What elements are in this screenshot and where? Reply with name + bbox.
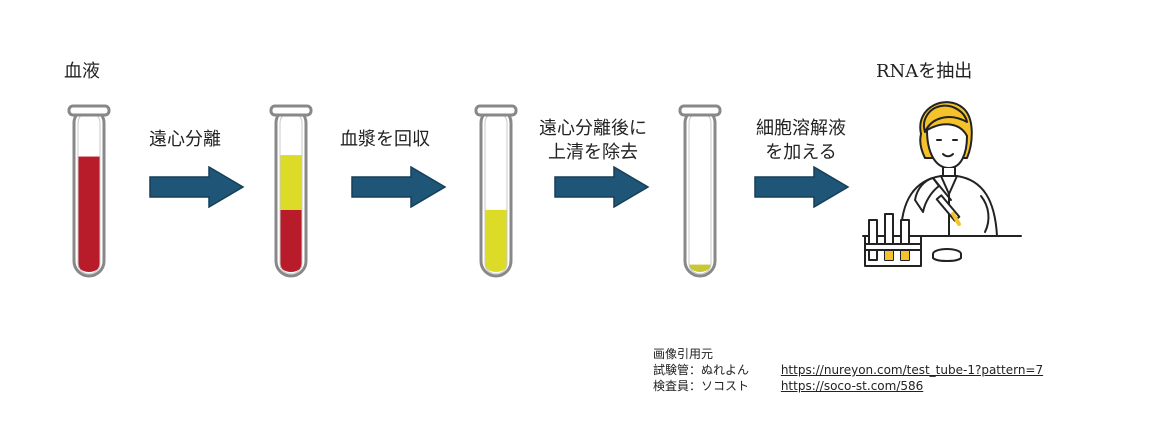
pellet-tube-layer-1 xyxy=(689,264,711,272)
credit-link[interactable]: https://nureyon.com/test_tube-1?pattern=… xyxy=(780,363,1044,377)
credit-source: 検査員：ソコスト xyxy=(653,379,750,393)
step-label-3: 遠心分離後に 上清を除去 xyxy=(528,117,658,165)
credit-row: 試験管：ぬれよん https://nureyon.com/test_tube-1… xyxy=(653,362,1043,378)
step-label-3-line-2: 上清を除去 xyxy=(548,142,638,163)
credits-heading: 画像引用元 xyxy=(653,347,714,361)
plasma-tube-layer-1 xyxy=(485,209,507,272)
credit-source: 試験管：ぬれよん xyxy=(653,363,750,377)
blood-tube-layer-1 xyxy=(78,156,100,272)
step-label-1: 遠心分離 xyxy=(125,128,245,152)
image-credits: 画像引用元 試験管：ぬれよん https://nureyon.com/test_… xyxy=(653,346,1043,394)
tube-2 xyxy=(269,104,313,278)
blood-tube-rim xyxy=(67,104,111,117)
tube-3 xyxy=(474,104,518,278)
separated-tube-layer-2 xyxy=(280,155,302,210)
start-label: 血液 xyxy=(64,61,100,82)
step-label-1-line-1: 遠心分離 xyxy=(149,129,221,150)
separated-tube-layer-1 xyxy=(280,209,302,272)
pellet-tube-rim xyxy=(678,104,722,117)
step-label-2: 血漿を回収 xyxy=(325,128,445,152)
step-label-2-line-1: 血漿を回収 xyxy=(340,129,430,150)
arrow-icon xyxy=(554,166,650,208)
arrow-icon xyxy=(351,166,447,208)
step-label-4-line-2: を加える xyxy=(765,142,837,163)
step-label-3-line-1: 遠心分離後に xyxy=(539,118,647,139)
credit-row: 検査員：ソコスト https://soco-st.com/586 xyxy=(653,378,1043,394)
arrow-icon xyxy=(754,166,850,208)
lab-technician-icon xyxy=(862,101,1022,267)
credit-link[interactable]: https://soco-st.com/586 xyxy=(780,379,924,393)
step-label-4: 細胞溶解液 を加える xyxy=(736,117,866,165)
separated-tube-rim xyxy=(269,104,313,117)
step-label-4-line-1: 細胞溶解液 xyxy=(756,118,846,139)
end-label: RNAを抽出 xyxy=(876,61,973,82)
tube-4 xyxy=(678,104,722,278)
tube-1 xyxy=(67,104,111,278)
arrow-icon xyxy=(149,166,245,208)
plasma-tube-rim xyxy=(474,104,518,117)
